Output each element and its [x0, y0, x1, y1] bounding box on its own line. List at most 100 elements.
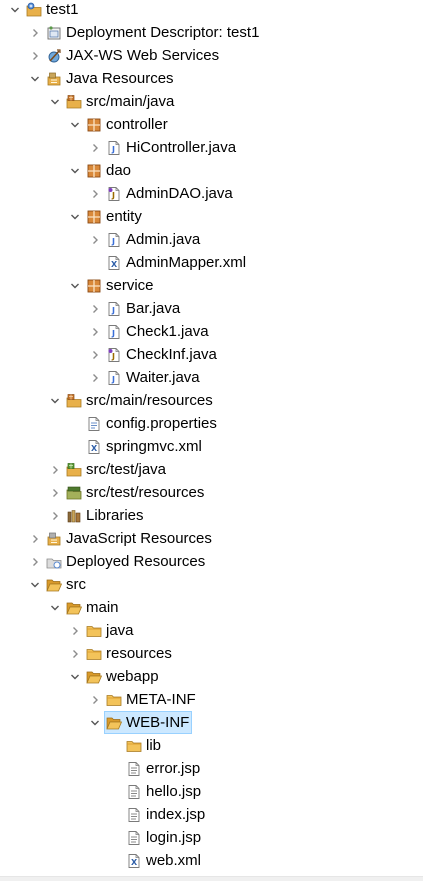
tree-item-libraries[interactable]: Libraries	[0, 504, 423, 527]
tree-item-content[interactable]: login.jsp	[124, 826, 204, 849]
tree-item-index-jsp[interactable]: index.jsp	[0, 803, 423, 826]
chevron-down-icon[interactable]	[48, 90, 62, 113]
tree-item-deployed-resources[interactable]: Deployed Resources	[0, 550, 423, 573]
chevron-down-icon[interactable]	[68, 113, 82, 136]
tree-item-content[interactable]: main	[64, 596, 122, 619]
tree-item-content[interactable]: Libraries	[64, 504, 147, 527]
tree-item-content[interactable]: service	[84, 274, 157, 297]
tree-item-content[interactable]: controller	[84, 113, 171, 136]
chevron-right-icon[interactable]	[28, 550, 42, 573]
tree-item-hello-jsp[interactable]: hello.jsp	[0, 780, 423, 803]
tree-item-jax-ws-web-services[interactable]: JAX-WS Web Services	[0, 44, 423, 67]
chevron-right-icon[interactable]	[68, 619, 82, 642]
tree-item-content[interactable]: test1	[24, 0, 82, 21]
tree-item-src-test-java[interactable]: src/test/java	[0, 458, 423, 481]
tree-item-content[interactable]: src/test/resources	[64, 481, 207, 504]
tree-item-content[interactable]: entity	[84, 205, 145, 228]
tree-item-content[interactable]: dao	[84, 159, 134, 182]
chevron-right-icon[interactable]	[48, 504, 62, 527]
tree-item-content[interactable]: src	[44, 573, 89, 596]
tree-item-src-main-resources[interactable]: src/main/resources	[0, 389, 423, 412]
tree-item-dao[interactable]: dao	[0, 159, 423, 182]
chevron-right-icon[interactable]	[88, 688, 102, 711]
tree-item-content[interactable]: src/main/resources	[64, 389, 216, 412]
chevron-right-icon[interactable]	[28, 527, 42, 550]
tree-item-login-jsp[interactable]: login.jsp	[0, 826, 423, 849]
tree-item-webapp[interactable]: webapp	[0, 665, 423, 688]
tree-item-deployment-descriptor-test1[interactable]: Deployment Descriptor: test1	[0, 21, 423, 44]
tree-item-src-test-resources[interactable]: src/test/resources	[0, 481, 423, 504]
tree-item-entity[interactable]: entity	[0, 205, 423, 228]
chevron-down-icon[interactable]	[88, 711, 102, 734]
tree-item-java-resources[interactable]: Java Resources	[0, 67, 423, 90]
tree-item-service[interactable]: service	[0, 274, 423, 297]
tree-item-content[interactable]: Java Resources	[44, 67, 177, 90]
tree-item-content[interactable]: index.jsp	[124, 803, 208, 826]
chevron-down-icon[interactable]	[28, 573, 42, 596]
tree-item-controller[interactable]: controller	[0, 113, 423, 136]
tree-item-resources[interactable]: resources	[0, 642, 423, 665]
horizontal-scrollbar[interactable]	[0, 876, 423, 881]
chevron-down-icon[interactable]	[68, 159, 82, 182]
tree-item-content[interactable]: JAX-WS Web Services	[44, 44, 222, 67]
tree-item-content[interactable]: WEB-INF	[104, 711, 193, 734]
tree-item-src[interactable]: src	[0, 573, 423, 596]
tree-item-javascript-resources[interactable]: JavaScript Resources	[0, 527, 423, 550]
tree-item-content[interactable]: src/main/java	[64, 90, 177, 113]
chevron-right-icon[interactable]	[88, 228, 102, 251]
chevron-right-icon[interactable]	[28, 21, 42, 44]
chevron-down-icon[interactable]	[68, 665, 82, 688]
tree-item-meta-inf[interactable]: META-INF	[0, 688, 423, 711]
tree-item-content[interactable]: lib	[124, 734, 164, 757]
tree-item-content[interactable]: webapp	[84, 665, 162, 688]
chevron-right-icon[interactable]	[88, 343, 102, 366]
chevron-down-icon[interactable]	[48, 389, 62, 412]
tree-item-content[interactable]: META-INF	[104, 688, 199, 711]
tree-item-config-properties[interactable]: config.properties	[0, 412, 423, 435]
chevron-right-icon[interactable]	[88, 320, 102, 343]
chevron-right-icon[interactable]	[88, 182, 102, 205]
tree-item-content[interactable]: JavaScript Resources	[44, 527, 215, 550]
chevron-right-icon[interactable]	[28, 44, 42, 67]
tree-item-web-inf[interactable]: WEB-INF	[0, 711, 423, 734]
chevron-down-icon[interactable]	[8, 0, 22, 21]
tree-item-lib[interactable]: lib	[0, 734, 423, 757]
chevron-right-icon[interactable]	[88, 366, 102, 389]
tree-item-content[interactable]: src/test/java	[64, 458, 169, 481]
chevron-down-icon[interactable]	[48, 596, 62, 619]
tree-item-test1[interactable]: test1	[0, 0, 423, 21]
tree-item-content[interactable]: hello.jsp	[124, 780, 204, 803]
tree-item-content[interactable]: config.properties	[84, 412, 220, 435]
chevron-down-icon[interactable]	[68, 205, 82, 228]
chevron-right-icon[interactable]	[48, 481, 62, 504]
tree-item-java[interactable]: java	[0, 619, 423, 642]
tree-item-src-main-java[interactable]: src/main/java	[0, 90, 423, 113]
chevron-down-icon[interactable]	[28, 67, 42, 90]
chevron-right-icon[interactable]	[88, 136, 102, 159]
tree-item-content[interactable]: java	[84, 619, 137, 642]
chevron-right-icon[interactable]	[88, 297, 102, 320]
tree-item-content[interactable]: resources	[84, 642, 175, 665]
chevron-right-icon[interactable]	[48, 458, 62, 481]
tree-item-content[interactable]: Deployed Resources	[44, 550, 208, 573]
chevron-right-icon[interactable]	[68, 642, 82, 665]
